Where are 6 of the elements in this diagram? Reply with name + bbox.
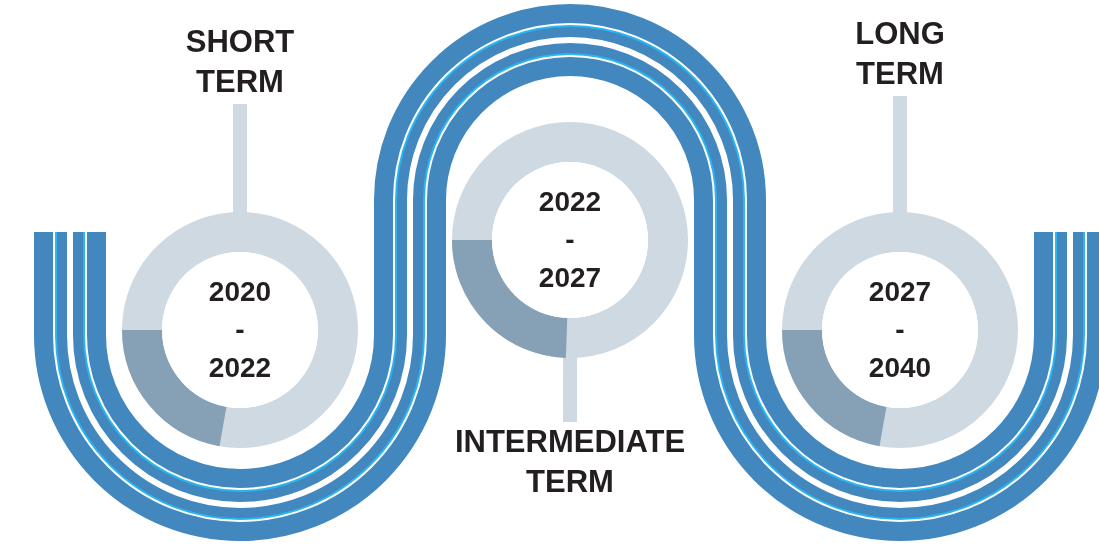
- term-label: LONG TERM: [854, 15, 946, 93]
- term-label: INTERMEDIATE TERM: [453, 423, 687, 501]
- term-label: SHORT TERM: [184, 23, 296, 101]
- year-range: 2022 - 2027: [537, 185, 603, 295]
- year-range: 2020 - 2022: [207, 275, 273, 385]
- year-range: 2027 - 2040: [867, 275, 933, 385]
